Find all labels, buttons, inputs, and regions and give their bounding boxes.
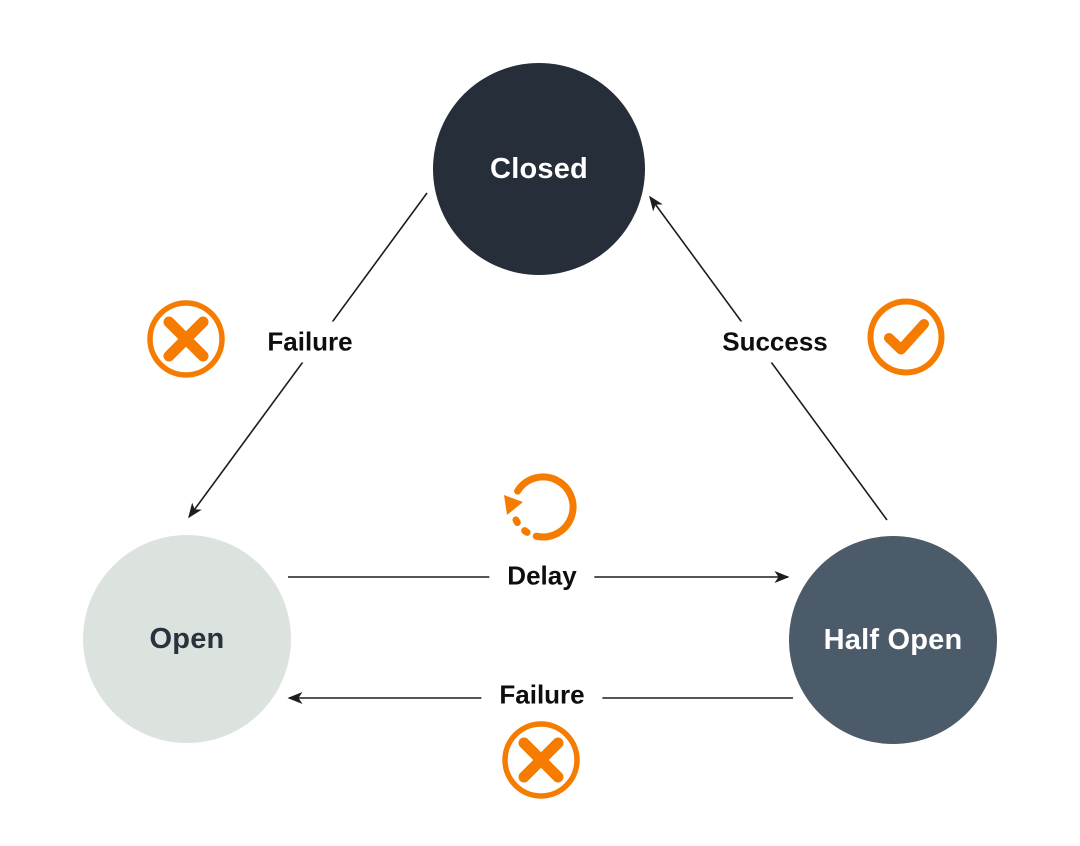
transition-label-failure-top: Failure — [249, 321, 371, 363]
state-node-half-open: Half Open — [789, 536, 997, 744]
state-label-open: Open — [149, 622, 225, 655]
state-node-closed: Closed — [433, 63, 645, 275]
state-node-open: Open — [83, 535, 291, 743]
transition-label-failure-bottom: Failure — [481, 674, 603, 716]
x-circle-icon — [147, 300, 225, 378]
x-circle-icon — [502, 721, 580, 799]
transition-label-delay: Delay — [489, 555, 595, 597]
retry-loop-icon — [504, 473, 577, 541]
transition-label-success: Success — [704, 321, 846, 363]
check-circle-icon — [867, 298, 945, 376]
state-label-half-open: Half Open — [823, 623, 963, 656]
state-label-closed: Closed — [490, 152, 588, 185]
